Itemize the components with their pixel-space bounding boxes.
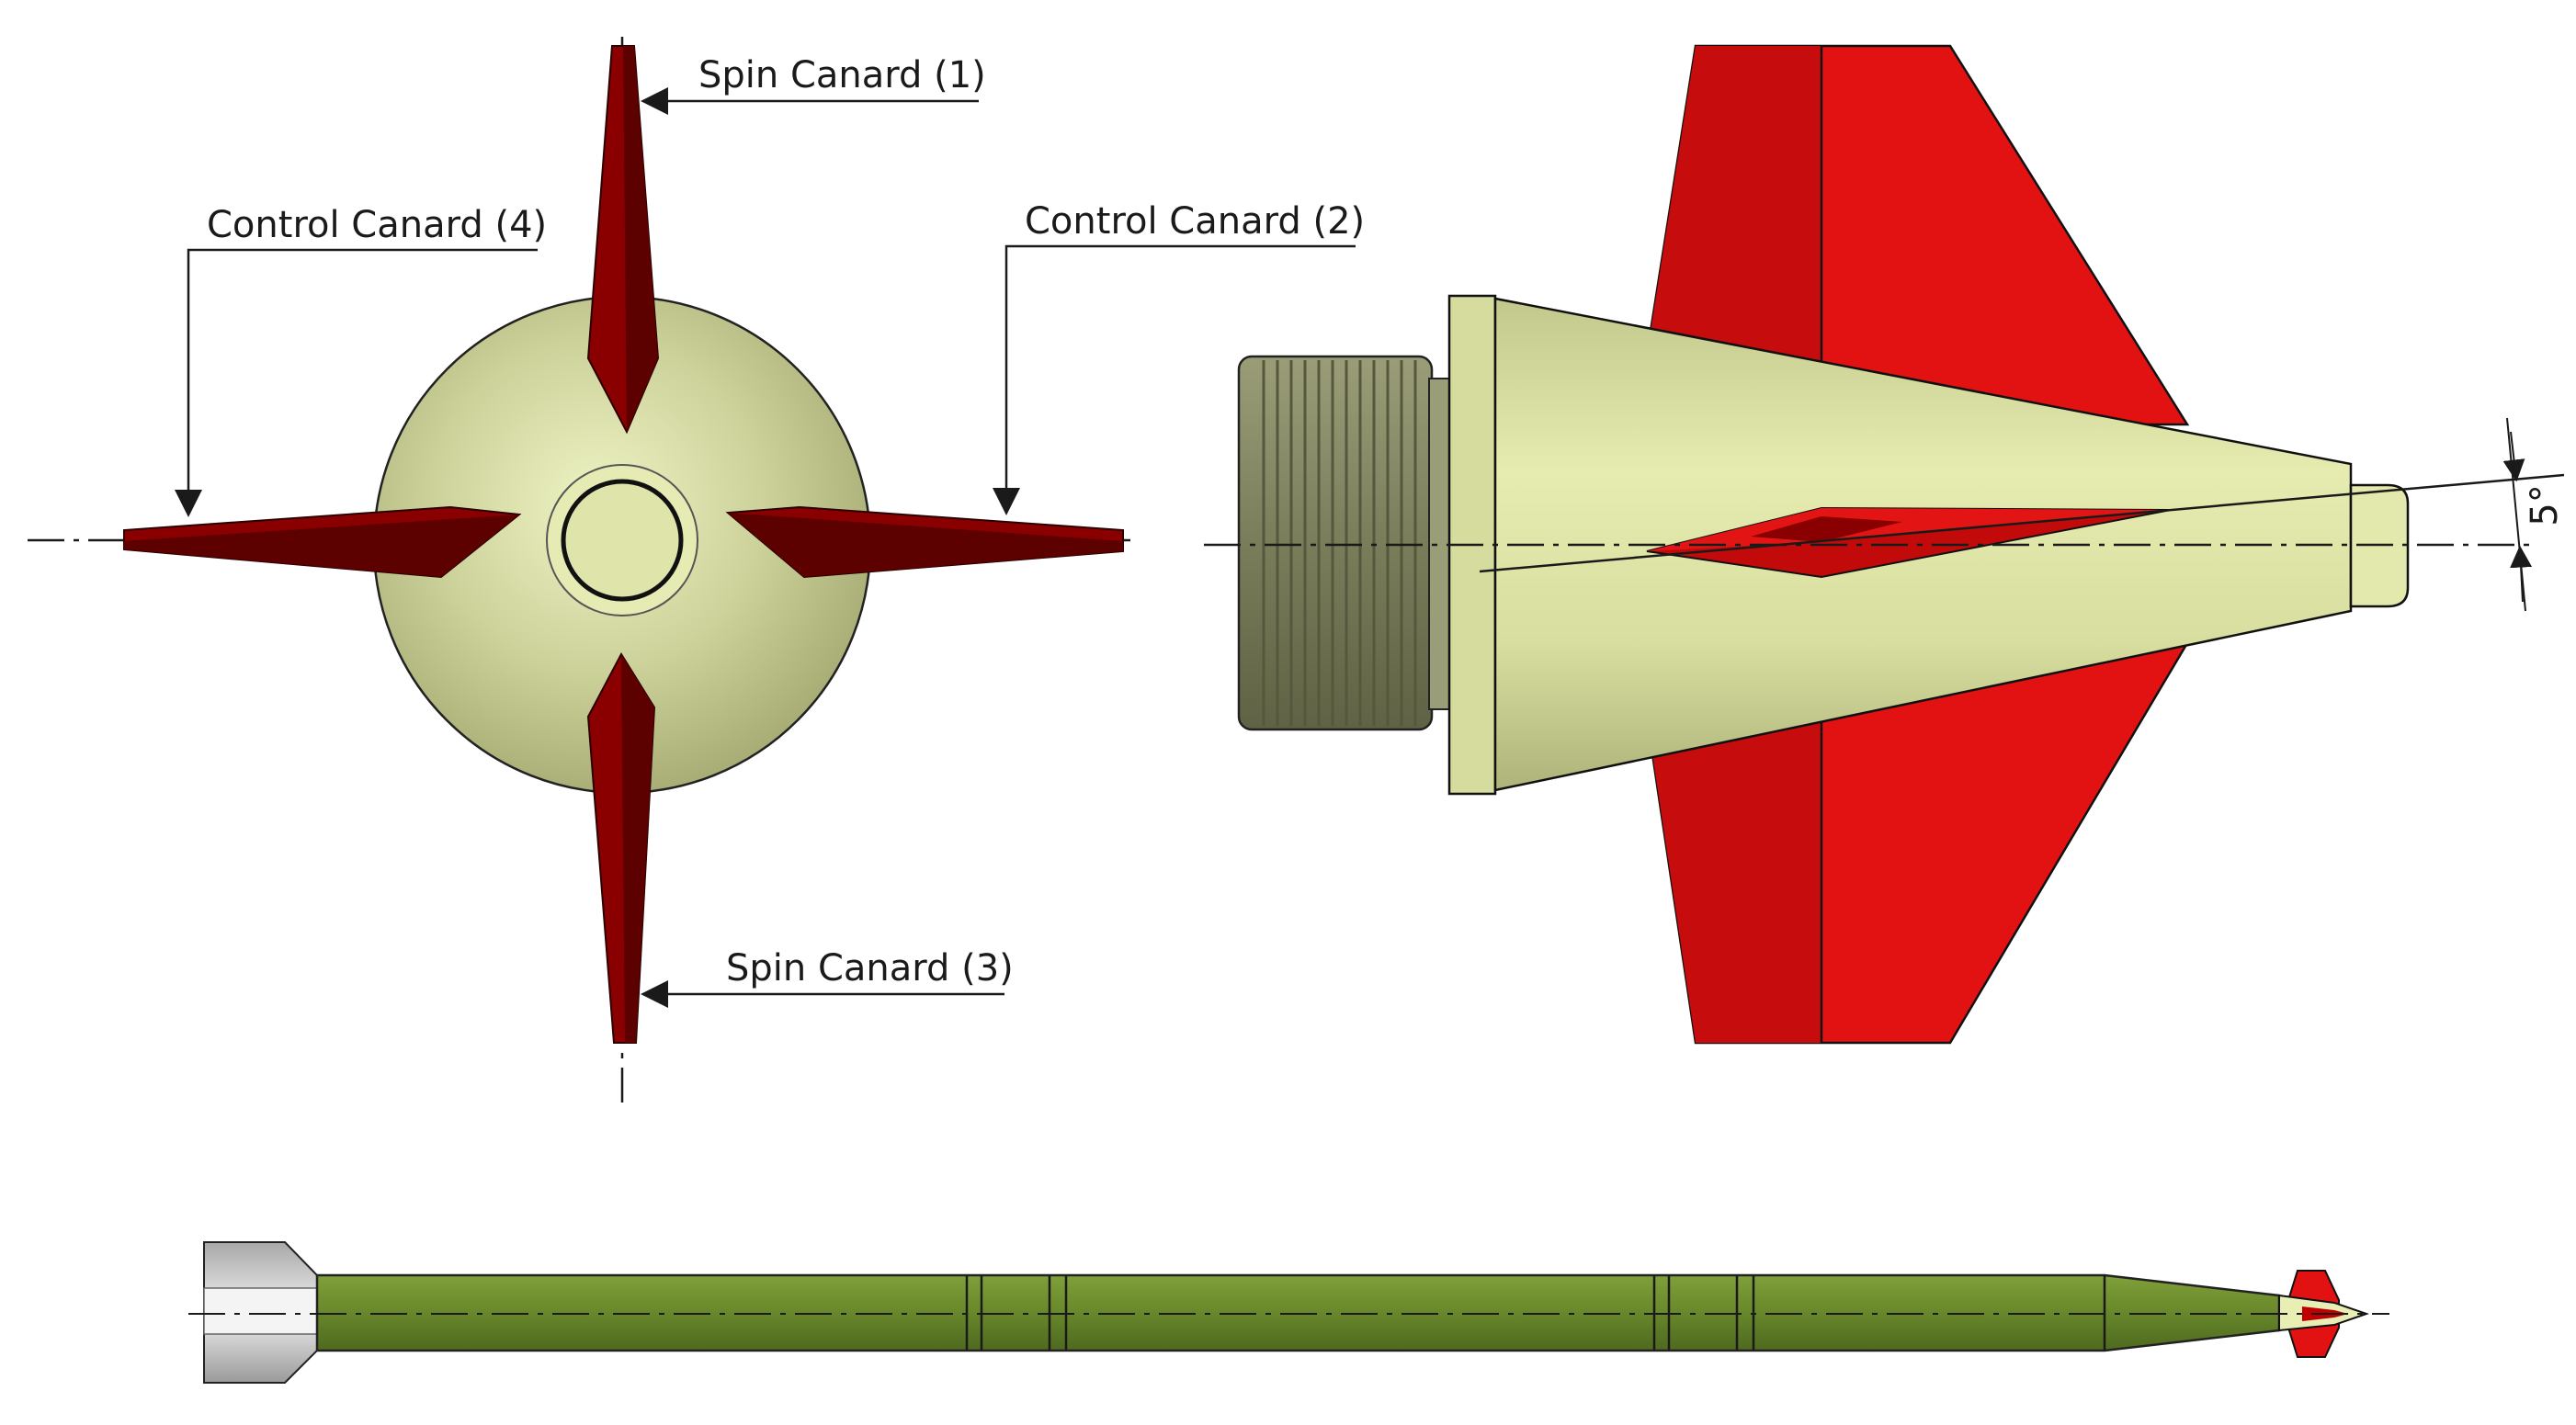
angle-label: 5° <box>2524 484 2566 526</box>
projectile-base <box>203 1241 318 1384</box>
side-view: 5° <box>1204 44 2566 1045</box>
spin-canard-1 <box>586 45 660 435</box>
label-control-canard-2: Control Canard (2) <box>1025 200 1365 243</box>
upper-fin <box>1634 44 2190 426</box>
angle-dimension: 5° <box>2502 417 2566 612</box>
threaded-base <box>1237 355 1450 731</box>
label-control-canard-4: Control Canard (4) <box>207 204 547 246</box>
control-canard-4 <box>123 505 522 579</box>
front-hub-inner <box>561 479 684 602</box>
leader-spin-canard-1: Spin Canard (1) <box>641 54 986 115</box>
label-spin-canard-1: Spin Canard (1) <box>698 54 986 96</box>
label-spin-canard-3: Spin Canard (3) <box>726 947 1014 990</box>
canard-angle-line <box>1479 473 2565 573</box>
spin-canard-3 <box>586 651 656 1044</box>
leader-spin-canard-3: Spin Canard (3) <box>641 947 1014 1008</box>
leader-control-canard-4: Control Canard (4) <box>175 204 547 517</box>
control-canard-2 <box>725 505 1124 579</box>
leader-control-canard-2: Control Canard (2) <box>993 200 1365 515</box>
projectile-view <box>188 1241 2389 1384</box>
front-view: Spin Canard (1) Control Canard (4) Contr… <box>28 37 1365 1103</box>
side-canard-diamond <box>1646 506 2172 579</box>
